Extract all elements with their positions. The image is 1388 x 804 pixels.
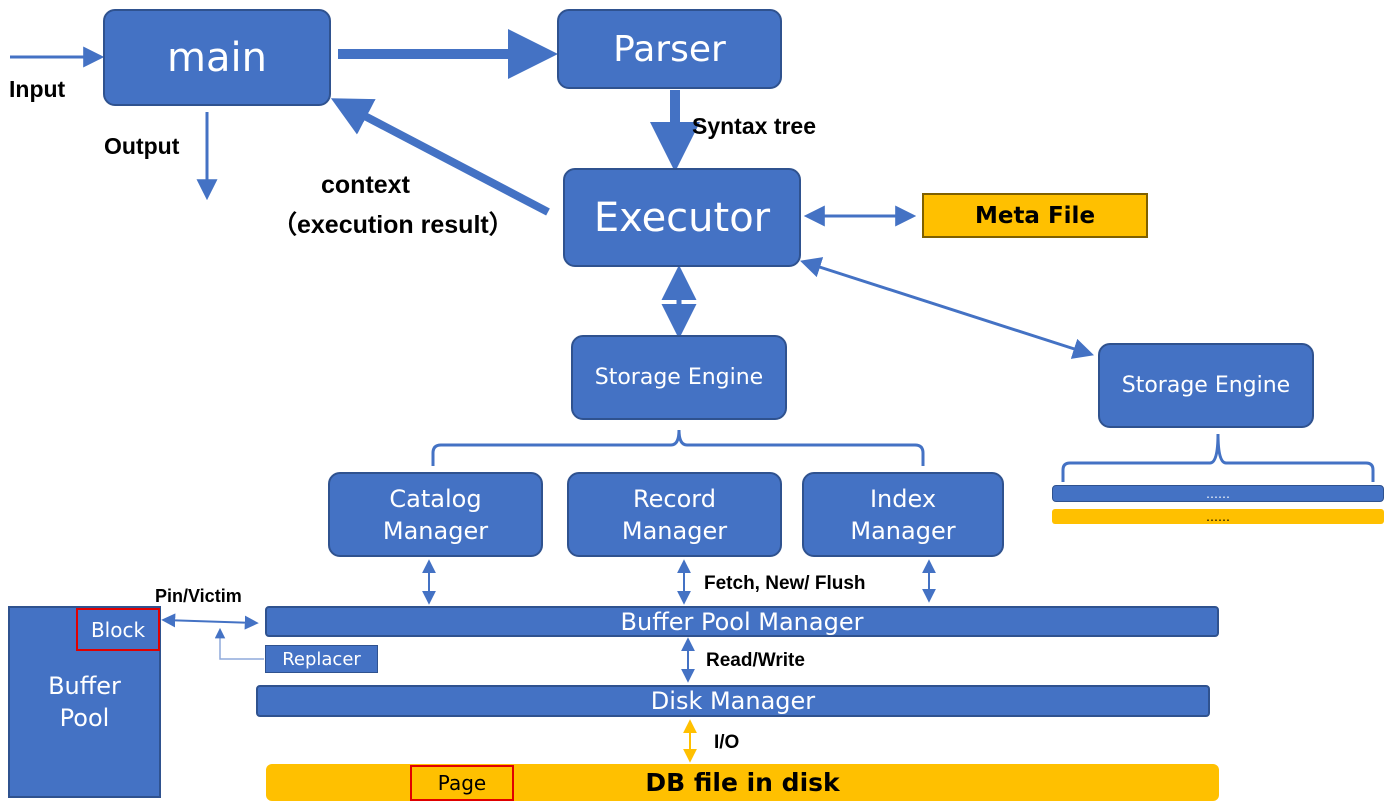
input-label: Input	[9, 76, 66, 102]
executor-node-label: Executor	[593, 194, 771, 241]
storage2-layer-bar: ……	[1052, 485, 1384, 502]
pin-victim-arrow	[161, 613, 259, 630]
meta-file-label: Meta File	[974, 202, 1096, 229]
io-label: I/O	[714, 732, 740, 753]
buffer-pool-node: Buffer Pool	[8, 606, 161, 798]
buffer-pool-manager-label: Buffer Pool Manager	[620, 607, 864, 636]
read-write-label: Read/Write	[706, 650, 805, 671]
storage2-layer-ellipsis: ……	[1206, 486, 1230, 501]
executor-node: Executor	[563, 168, 801, 267]
storage2-file-bar: ……	[1052, 509, 1384, 524]
context-label: context	[321, 171, 410, 199]
parser-node: Parser	[557, 9, 782, 89]
storage-engine-label: Storage Engine	[594, 365, 764, 390]
storage-engine-node: Storage Engine	[571, 335, 787, 420]
buffer-pool-label-2: Pool	[59, 704, 110, 732]
disk-manager-label: Disk Manager	[650, 687, 816, 715]
syntax-tree-label: Syntax tree	[692, 113, 817, 139]
buffer-pool-manager-bar: Buffer Pool Manager	[265, 606, 1219, 637]
storage-engine-secondary-label: Storage Engine	[1121, 373, 1291, 398]
disk-manager-bar: Disk Manager	[256, 685, 1210, 717]
execution-result-label: （execution result）	[272, 211, 514, 239]
storage2-brace	[1061, 433, 1375, 482]
executor-storage2-arrow	[800, 257, 1094, 359]
catalog-manager-label-1: Catalog	[389, 484, 482, 513]
parser-node-label: Parser	[613, 28, 726, 70]
db-file-label: DB file in disk	[645, 768, 840, 797]
page-node: Page	[410, 765, 514, 801]
storage1-brace	[431, 429, 925, 466]
catalog-manager-node: Catalog Manager	[328, 472, 543, 557]
page-label: Page	[437, 771, 487, 795]
record-manager-label-2: Manager	[621, 516, 728, 545]
buffer-pool-label-1: Buffer	[48, 672, 121, 700]
replacer-connector	[214, 627, 264, 660]
meta-file-node: Meta File	[922, 193, 1148, 238]
index-manager-node: Index Manager	[802, 472, 1004, 557]
output-label: Output	[104, 133, 180, 159]
index-manager-label-1: Index	[869, 484, 937, 513]
block-node: Block	[76, 608, 160, 651]
main-node: main	[103, 9, 331, 106]
catalog-manager-label-2: Manager	[382, 516, 489, 545]
pin-victim-label: Pin/Victim	[155, 586, 242, 606]
storage-engine-secondary-node: Storage Engine	[1098, 343, 1314, 428]
replacer-node: Replacer	[265, 645, 378, 673]
replacer-label: Replacer	[282, 648, 361, 670]
storage2-file-ellipsis: ……	[1206, 509, 1230, 524]
executor-to-main-arrow	[330, 98, 550, 216]
record-manager-label-1: Record	[633, 484, 716, 513]
record-manager-node: Record Manager	[567, 472, 782, 557]
db-file-bar: DB file in disk	[266, 764, 1219, 801]
block-label: Block	[90, 617, 146, 642]
fetch-new-flush-label: Fetch, New/ Flush	[704, 573, 866, 594]
main-node-label: main	[167, 34, 267, 81]
index-manager-label-2: Manager	[850, 516, 956, 545]
